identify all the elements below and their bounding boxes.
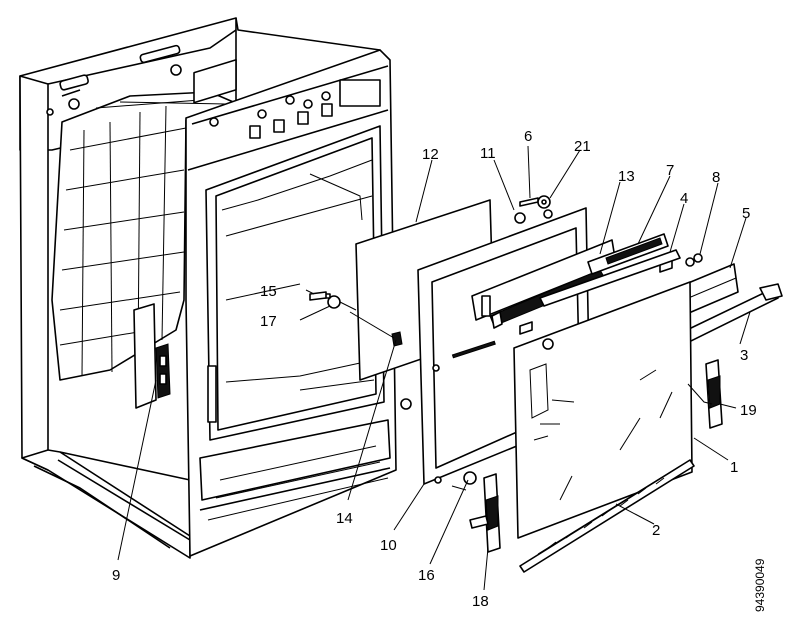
callout-leader-lines bbox=[117, 145, 751, 591]
callout-6: 6 bbox=[524, 128, 532, 145]
callout-13: 13 bbox=[618, 168, 635, 185]
callout-7: 7 bbox=[666, 162, 674, 179]
callout-14: 14 bbox=[336, 510, 353, 527]
callout-15: 15 bbox=[260, 283, 277, 300]
callout-2: 2 bbox=[652, 522, 660, 539]
callout-10: 10 bbox=[380, 537, 397, 554]
outer-door-glass bbox=[513, 281, 693, 539]
callout-16: 16 bbox=[418, 567, 435, 584]
callout-19: 19 bbox=[740, 402, 757, 419]
door-hinge-right bbox=[687, 359, 723, 429]
screw-and-washer-parts bbox=[309, 195, 703, 491]
callout-21: 21 bbox=[574, 138, 591, 155]
callout-5: 5 bbox=[742, 205, 750, 222]
oven-front-frame bbox=[185, 49, 412, 557]
callout-3: 3 bbox=[740, 347, 748, 364]
callout-18: 18 bbox=[472, 593, 489, 610]
callout-12: 12 bbox=[422, 146, 439, 163]
door-trim-strip bbox=[539, 249, 681, 307]
callout-17: 17 bbox=[260, 313, 277, 330]
drawing-code: 94390049 bbox=[753, 558, 767, 612]
insulation-blanket bbox=[51, 91, 239, 409]
callout-4: 4 bbox=[680, 190, 688, 207]
callout-labels: 6 21 11 12 13 7 8 4 5 15 17 3 19 1 14 2 … bbox=[112, 128, 757, 610]
callout-9: 9 bbox=[112, 567, 120, 584]
door-hinge-bottom bbox=[469, 473, 501, 553]
door-bottom-rail bbox=[519, 459, 695, 573]
callout-8: 8 bbox=[712, 169, 720, 186]
callout-11: 11 bbox=[480, 145, 496, 162]
callout-1: 1 bbox=[730, 459, 738, 476]
